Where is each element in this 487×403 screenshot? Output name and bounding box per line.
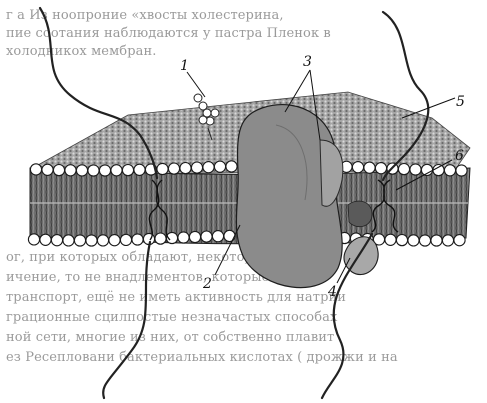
phospholipid-head (168, 163, 179, 174)
phospholipid-head (111, 165, 122, 176)
phospholipid-head (28, 234, 39, 245)
phospholipid-head (157, 163, 168, 174)
phospholipid-head (364, 162, 375, 173)
phospholipid-head (88, 165, 99, 176)
channel-protein-dark (348, 201, 372, 227)
phospholipid-head (189, 231, 200, 242)
phospholipid-head (226, 161, 237, 172)
label-2: 2 (202, 276, 212, 292)
phospholipid-head (76, 165, 87, 176)
phospholipid-head (120, 234, 131, 245)
phospholipid-head (109, 235, 120, 246)
phospholipid-head (419, 235, 430, 246)
phospholipid-head (63, 235, 74, 246)
phospholipid-head (134, 164, 145, 175)
phospholipid-head (433, 165, 444, 176)
phospholipid-head (155, 233, 166, 244)
phospholipid-head (224, 230, 235, 241)
phospholipid-head (122, 165, 133, 176)
phospholipid-head (178, 232, 189, 243)
phospholipid-head (408, 235, 419, 246)
phospholipid-head (431, 235, 442, 246)
phospholipid-head (42, 164, 53, 175)
phospholipid-head (456, 165, 467, 176)
phospholipid-head (385, 234, 396, 245)
label-3: 3 (303, 54, 312, 70)
phospholipid-head (352, 162, 363, 173)
phospholipid-head (65, 165, 76, 176)
phospholipid-head (444, 165, 455, 176)
phospholipid-head (214, 161, 225, 172)
label-1: 1 (180, 58, 189, 74)
phospholipid-head (40, 234, 51, 245)
phospholipid-head (180, 163, 191, 174)
phospholipid-head (74, 235, 85, 246)
phospholipid-head (410, 164, 421, 175)
phospholipid-head (53, 165, 64, 176)
label-6: 6 (455, 148, 464, 164)
label-5: 5 (456, 94, 465, 110)
phospholipid-head (396, 235, 407, 246)
phospholipid-head (201, 231, 212, 242)
phospholipid-head (442, 235, 453, 246)
phospholipid-head (191, 162, 202, 173)
phospholipid-head (99, 165, 110, 176)
phospholipid-head (203, 162, 214, 173)
phospholipid-head (375, 163, 386, 174)
phospholipid-head (30, 164, 41, 175)
phospholipid-head (454, 235, 465, 246)
phospholipid-head (398, 164, 409, 175)
phospholipid-head (132, 234, 143, 245)
phospholipid-head (51, 235, 62, 246)
phospholipid-head (97, 235, 108, 246)
phospholipid-head (212, 231, 223, 242)
label-4: 4 (327, 284, 337, 300)
phospholipid-head (86, 235, 97, 246)
